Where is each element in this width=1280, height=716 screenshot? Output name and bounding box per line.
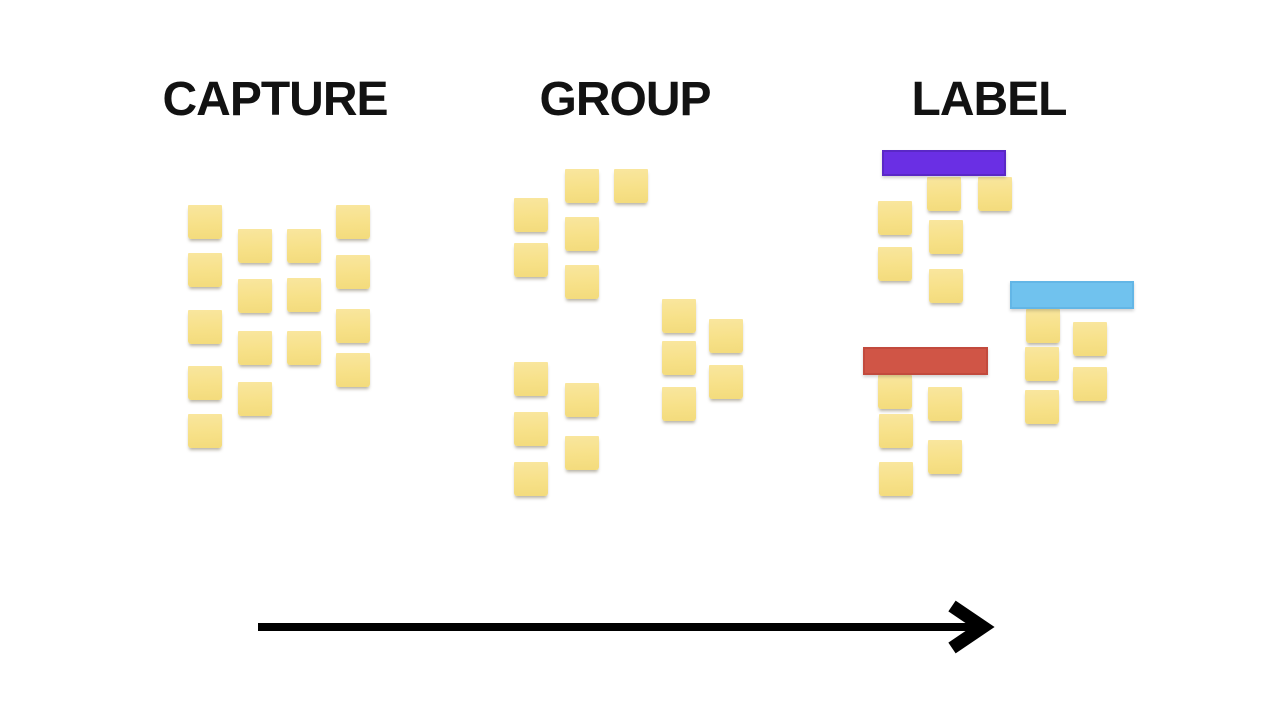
sticky-note-group xyxy=(662,387,696,421)
sticky-note-label xyxy=(879,462,913,496)
sticky-note-capture xyxy=(188,205,222,239)
section-title-group: GROUP xyxy=(539,73,711,126)
sticky-note-group xyxy=(565,383,599,417)
section-title-label: LABEL xyxy=(911,73,1068,126)
sticky-note-label xyxy=(978,177,1012,211)
sticky-note-label xyxy=(1073,322,1107,356)
sticky-note-capture xyxy=(188,310,222,344)
sticky-note-label xyxy=(928,440,962,474)
sticky-note-capture xyxy=(336,353,370,387)
sticky-note-group xyxy=(514,243,548,277)
sticky-note-capture xyxy=(188,253,222,287)
sticky-note-group xyxy=(565,217,599,251)
sticky-note-label xyxy=(879,414,913,448)
sticky-note-capture xyxy=(336,255,370,289)
sticky-note-label xyxy=(1026,309,1060,343)
sticky-note-group xyxy=(514,462,548,496)
sticky-note-group xyxy=(709,319,743,353)
sticky-note-capture xyxy=(238,331,272,365)
sticky-note-group xyxy=(565,436,599,470)
sticky-note-label xyxy=(878,201,912,235)
section-title-capture: CAPTURE xyxy=(162,73,388,126)
sticky-note-label xyxy=(929,220,963,254)
sticky-note-group xyxy=(514,198,548,232)
sticky-note-label xyxy=(929,269,963,303)
sticky-note-group xyxy=(662,341,696,375)
purple-label-bar xyxy=(882,150,1006,176)
sticky-note-group xyxy=(614,169,648,203)
sticky-note-capture xyxy=(238,382,272,416)
sticky-note-capture xyxy=(238,229,272,263)
red-label-bar xyxy=(863,347,988,375)
sticky-note-capture xyxy=(188,366,222,400)
sticky-note-capture xyxy=(287,331,321,365)
sticky-note-group xyxy=(565,265,599,299)
sticky-note-label xyxy=(928,387,962,421)
sticky-note-capture xyxy=(287,229,321,263)
sticky-note-capture xyxy=(287,278,321,312)
sticky-note-group xyxy=(565,169,599,203)
sticky-note-capture xyxy=(238,279,272,313)
sticky-note-capture xyxy=(188,414,222,448)
sticky-note-label xyxy=(878,375,912,409)
sticky-note-label xyxy=(1025,390,1059,424)
sticky-note-capture xyxy=(336,205,370,239)
sticky-note-group xyxy=(709,365,743,399)
sticky-note-label xyxy=(878,247,912,281)
blue-label-bar xyxy=(1010,281,1134,309)
sticky-note-label xyxy=(927,177,961,211)
sticky-note-group xyxy=(662,299,696,333)
sticky-note-label xyxy=(1025,347,1059,381)
sticky-note-group xyxy=(514,362,548,396)
sticky-note-group xyxy=(514,412,548,446)
sticky-note-capture xyxy=(336,309,370,343)
sticky-note-label xyxy=(1073,367,1107,401)
